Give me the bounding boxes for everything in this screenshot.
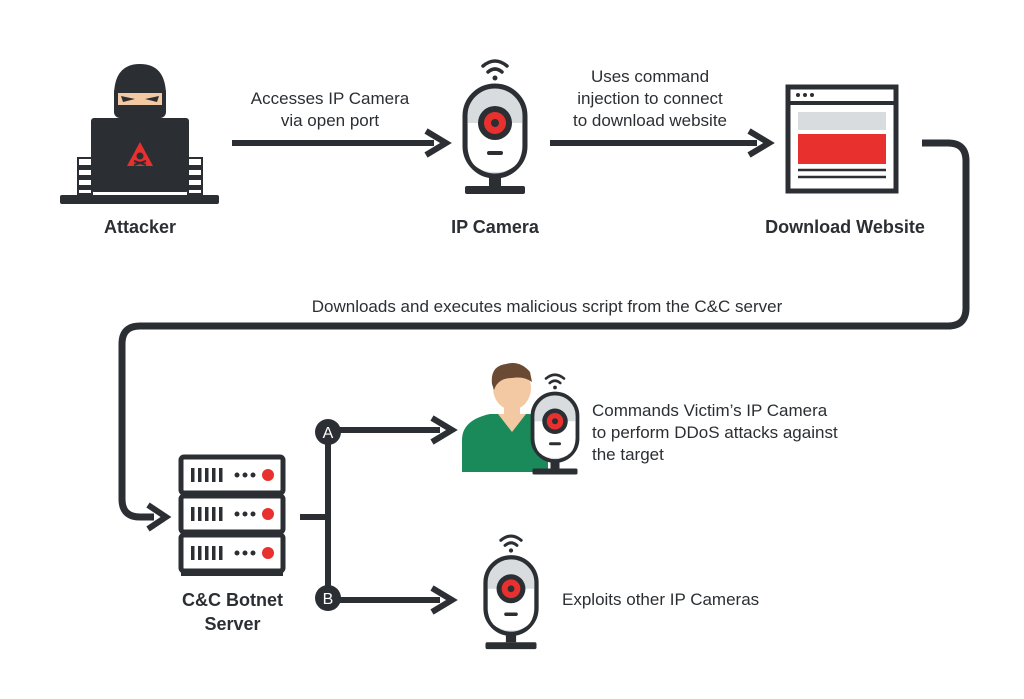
- arrow-website-to-server: [118, 139, 970, 532]
- attacker-label: Attacker: [103, 217, 177, 237]
- ip-camera-label: IP Camera: [451, 217, 539, 237]
- other-ip-camera-icon: [486, 536, 537, 649]
- branch-connector: [300, 415, 458, 615]
- ip-camera-icon: [465, 61, 525, 194]
- server-rack-icon: [181, 457, 283, 576]
- arrow-attacker-to-camera: [232, 128, 452, 158]
- edge-label-access: Accesses IP Camera via open port: [250, 89, 410, 130]
- edge-label-injection: Uses command injection to connect to dow…: [572, 67, 728, 130]
- edge-label-download-execute: Downloads and executes malicious script …: [311, 297, 783, 316]
- svg-text:B: B: [323, 591, 334, 608]
- person-icon: [462, 363, 548, 472]
- other-cameras-label: Exploits other IP Cameras: [562, 590, 760, 609]
- branch-a-marker: A: [315, 419, 341, 445]
- cc-server-label: C&C Botnet Server: [182, 590, 283, 634]
- website-window-icon: [785, 84, 899, 194]
- arrow-camera-to-website: [550, 128, 775, 158]
- hacker-laptop-icon: [60, 64, 219, 204]
- svg-text:A: A: [323, 425, 334, 442]
- victim-camera-label: Commands Victim’s IP Camera to perform D…: [592, 401, 838, 464]
- branch-b-marker: B: [315, 585, 341, 611]
- download-website-label: Download Website: [765, 217, 925, 237]
